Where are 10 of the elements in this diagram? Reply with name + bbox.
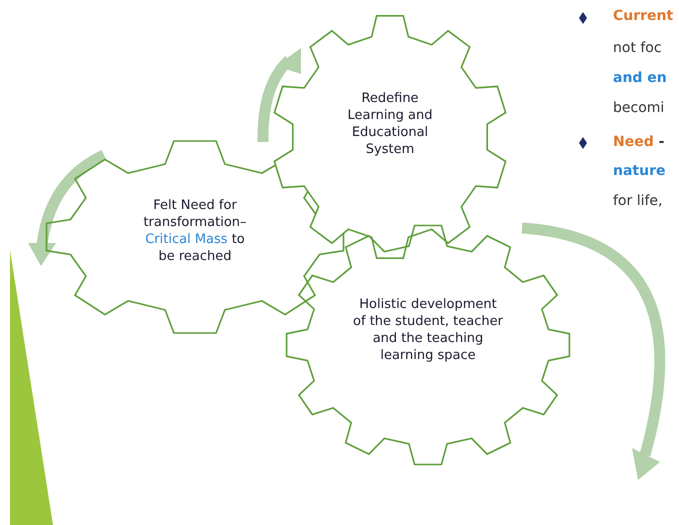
bullet-text: becomi: [613, 100, 664, 116]
gear-label: Redefine Learning and Educational System: [346, 90, 434, 158]
bullet-text: and en: [613, 70, 667, 86]
bullet-text: Need -: [613, 134, 664, 150]
bullet-text: Current: [613, 8, 674, 24]
gear-label: Holistic development of the student, teacher and the teaching learning space: [353, 296, 503, 364]
gear-label: Felt Need for transformation– Critical Mass to be reached: [142, 197, 248, 265]
bullet-text: nature: [613, 163, 666, 179]
bullet-text: not foc: [613, 40, 662, 56]
bullet-text: for life,: [613, 193, 662, 209]
